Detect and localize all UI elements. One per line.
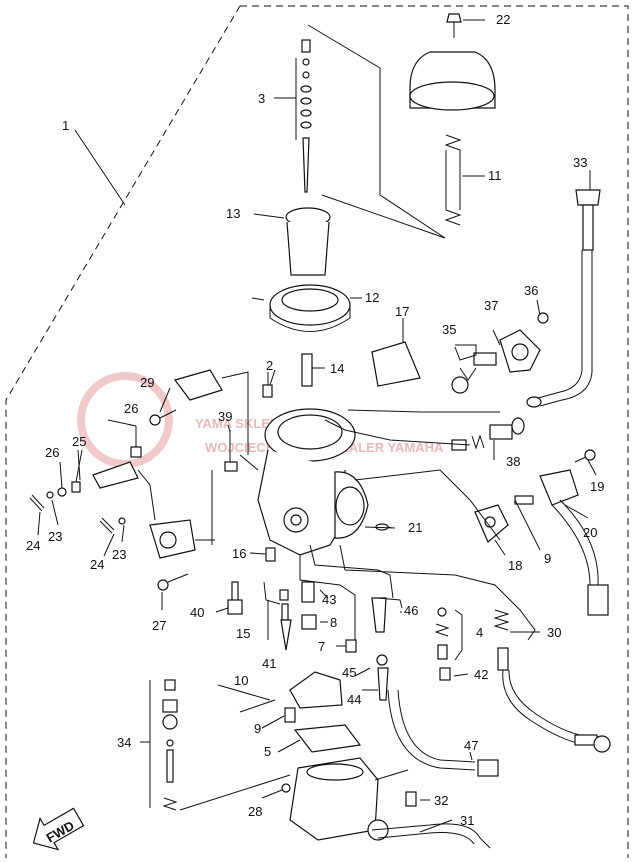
label-15: 15 bbox=[236, 626, 250, 641]
leader-lines bbox=[37, 129, 597, 833]
label-5: 5 bbox=[264, 744, 271, 759]
label-13: 13 bbox=[226, 206, 240, 221]
label-17: 17 bbox=[395, 304, 409, 319]
kit-boundary bbox=[5, 5, 629, 858]
pilot-screw bbox=[451, 417, 525, 460]
diaphragm bbox=[269, 284, 362, 332]
sensor bbox=[474, 449, 609, 616]
label-27: 27 bbox=[152, 618, 166, 633]
label-35: 35 bbox=[442, 322, 456, 337]
label-14: 14 bbox=[330, 361, 344, 376]
label-23a: 23 bbox=[48, 529, 62, 544]
label-26b: 26 bbox=[124, 401, 138, 416]
label-24a: 24 bbox=[26, 538, 40, 553]
label-18: 18 bbox=[508, 558, 522, 573]
throttle-pulley bbox=[92, 369, 259, 559]
label-11: 11 bbox=[488, 168, 502, 183]
piston-valve bbox=[253, 207, 331, 276]
part-labels: 1 2 3 4 5 7 8 9 9 10 11 12 13 14 15 16 1… bbox=[26, 12, 604, 828]
label-3: 3 bbox=[258, 91, 265, 106]
label-33: 33 bbox=[573, 155, 587, 170]
label-28: 28 bbox=[248, 804, 262, 819]
label-9b: 9 bbox=[544, 551, 551, 566]
throttle-stop-screw bbox=[451, 352, 497, 394]
label-37: 37 bbox=[484, 298, 498, 313]
label-22: 22 bbox=[496, 12, 510, 27]
fwd-arrow: FWD bbox=[32, 807, 85, 851]
label-31: 31 bbox=[460, 813, 474, 828]
label-39: 39 bbox=[218, 409, 232, 424]
label-32: 32 bbox=[434, 793, 448, 808]
choke-cable bbox=[526, 170, 601, 408]
spring bbox=[444, 134, 485, 226]
fitting bbox=[301, 353, 320, 387]
label-8: 8 bbox=[330, 615, 337, 630]
label-26a: 26 bbox=[45, 445, 59, 460]
label-1: 1 bbox=[62, 118, 69, 133]
label-43: 43 bbox=[322, 592, 336, 607]
jet-assembly bbox=[140, 679, 178, 811]
label-21: 21 bbox=[408, 520, 422, 535]
label-24b: 24 bbox=[90, 557, 104, 572]
label-16: 16 bbox=[232, 546, 246, 561]
throttle-cable bbox=[493, 609, 611, 753]
label-47: 47 bbox=[464, 738, 478, 753]
label-20: 20 bbox=[583, 525, 597, 540]
label-30: 30 bbox=[547, 625, 561, 640]
small-parts bbox=[29, 372, 451, 807]
label-46: 46 bbox=[404, 603, 418, 618]
carburetor-body bbox=[224, 384, 393, 556]
label-36: 36 bbox=[524, 283, 538, 298]
label-40: 40 bbox=[190, 605, 204, 620]
label-25: 25 bbox=[72, 434, 86, 449]
label-10: 10 bbox=[234, 673, 248, 688]
cover-plate bbox=[499, 312, 549, 373]
label-7: 7 bbox=[318, 639, 325, 654]
float-bowl bbox=[179, 757, 409, 841]
label-12: 12 bbox=[365, 290, 379, 305]
air-cut-cap bbox=[371, 318, 421, 387]
hoses bbox=[371, 689, 499, 849]
label-23b: 23 bbox=[112, 547, 126, 562]
label-19: 19 bbox=[590, 479, 604, 494]
label-42: 42 bbox=[474, 667, 488, 682]
needle-assembly bbox=[274, 39, 312, 193]
label-45: 45 bbox=[342, 665, 356, 680]
label-2: 2 bbox=[266, 358, 273, 373]
label-9a: 9 bbox=[254, 721, 261, 736]
label-44: 44 bbox=[347, 692, 361, 707]
guide-line bbox=[307, 24, 446, 239]
top-cover bbox=[409, 13, 496, 111]
label-38: 38 bbox=[506, 454, 520, 469]
label-29: 29 bbox=[140, 375, 154, 390]
guide-line bbox=[321, 194, 446, 239]
label-34: 34 bbox=[117, 735, 131, 750]
label-4: 4 bbox=[476, 625, 483, 640]
label-41: 41 bbox=[262, 656, 276, 671]
